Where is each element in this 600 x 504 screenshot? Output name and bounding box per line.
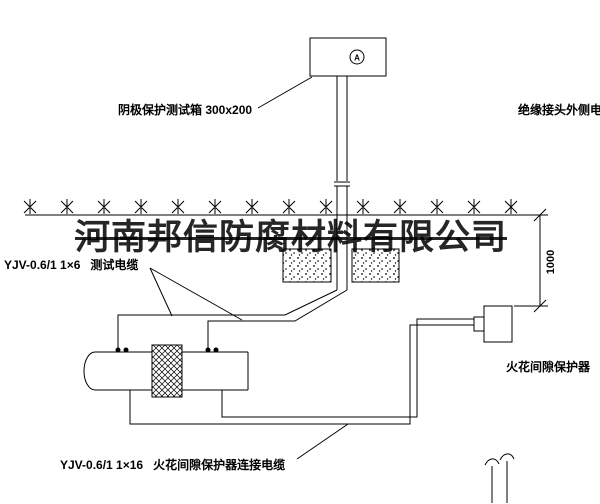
label-insulated-joint-cable: 绝缘接头外侧电缆 [518,103,600,117]
protector-cable-lines [129,318,474,425]
dimension-label-1000: 1000 [545,249,557,275]
leader-test-cable-2 [149,267,243,321]
ammeter-symbol [349,49,365,65]
pipe-break-symbol [484,453,515,503]
concrete-block-right [351,248,400,283]
label-protector-cable: YJV-0.6/1 1×16 火花间隙保护器连接电缆 [60,458,285,472]
test-cable-spec: YJV-0.6/1 1×6 [4,258,81,272]
test-cable-name: 测试电缆 [90,258,139,272]
label-spark-gap-protector: 火花间隙保护器 [506,360,591,374]
company-watermark: 河南邦信防腐材料有限公司 [74,218,507,257]
weld-dots [115,347,219,353]
leader-protector-cable [296,423,349,460]
protector-cable-spec: YJV-0.6/1 1×16 [60,458,144,472]
protector-cable-name: 火花间隙保护器连接电缆 [153,458,286,472]
riser-conduit [334,76,350,290]
ammeter-letter: A [354,54,360,63]
dimension-line [514,208,548,313]
insulating-flange [151,344,183,398]
label-test-cable: YJV-0.6/1 1×6 测试电缆 [4,258,138,272]
label-test-box: 阴极保护测试箱 300x200 [118,103,253,117]
ground-hatch-marks [23,199,518,214]
test-cable-lines [117,289,348,350]
test-box: A [309,37,387,77]
leader-test-cable-1 [149,267,173,317]
leader-test-box [257,76,313,109]
spark-gap-protector-box [473,305,513,343]
concrete-block-left [282,248,332,283]
